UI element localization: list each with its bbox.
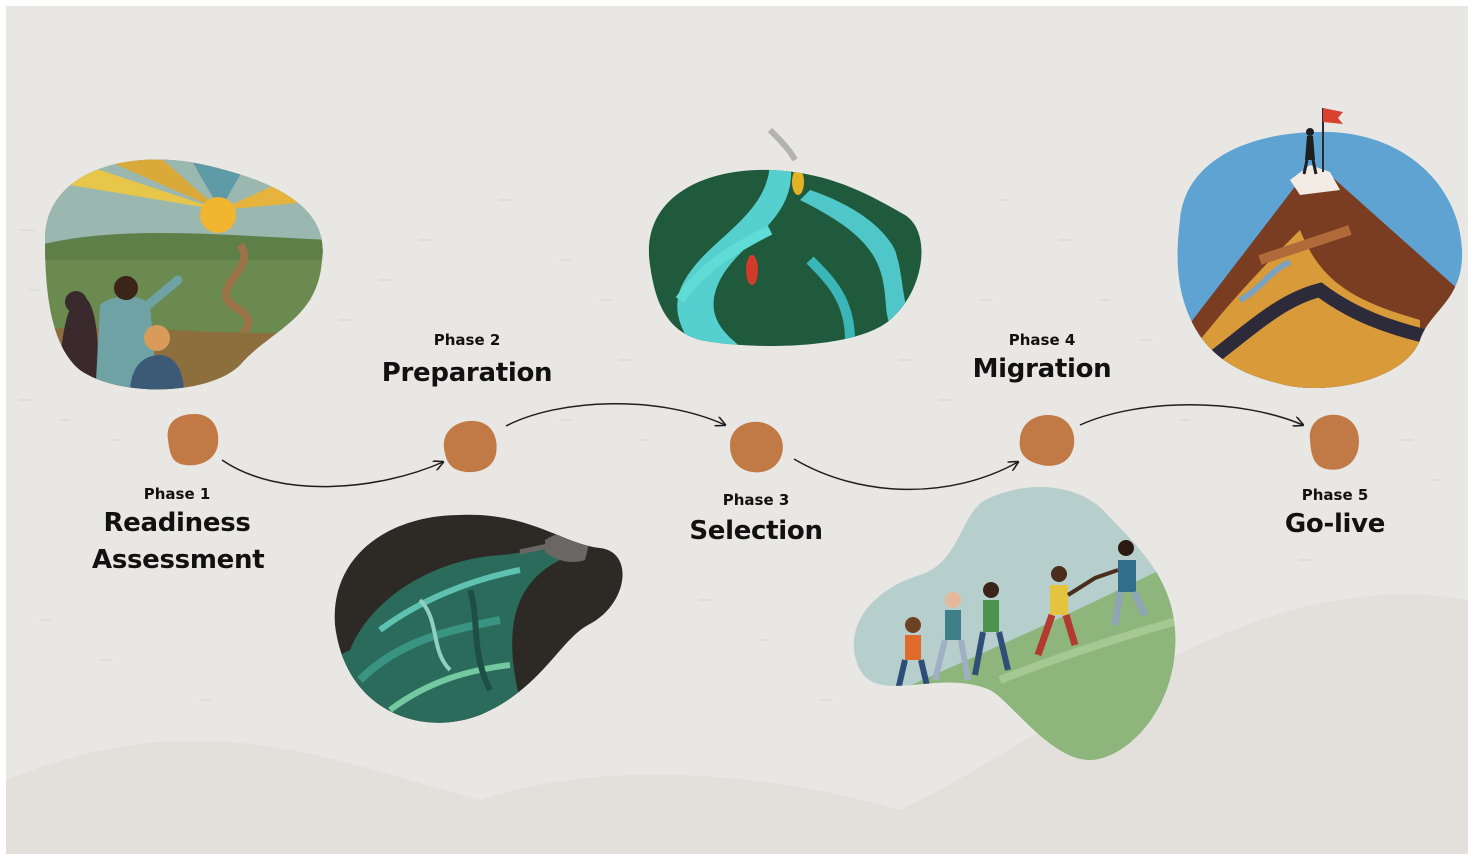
phase-1-number: Phase 1 (143, 485, 211, 503)
arrow-phase-4-to-5 (1079, 404, 1303, 425)
phase-3-title: Selection (689, 516, 823, 546)
phase-2-label: Phase 2 Preparation (372, 331, 562, 392)
phase-4-node (1019, 414, 1075, 466)
phase-5-illustration (1177, 131, 1463, 388)
phase-3-label: Phase 3 Selection (676, 491, 836, 550)
phase-2-node (443, 420, 497, 473)
background-hills (6, 594, 1468, 854)
phase-1-title-line-2: Assessment (92, 545, 265, 575)
phase-4-title: Migration (972, 354, 1112, 384)
phase-3-number: Phase 3 (722, 491, 790, 509)
phase-5-number: Phase 5 (1301, 486, 1369, 504)
phase-connectors (221, 403, 1303, 491)
phase-5-label: Phase 5 Go-live (1270, 486, 1400, 543)
phase-4-number: Phase 4 (1008, 331, 1076, 349)
phase-1-label: Phase 1 Readiness Assessment (92, 485, 265, 579)
phase-5-node (1309, 414, 1360, 470)
arrow-phase-2-to-3 (505, 403, 725, 427)
phase-3-illustration (648, 169, 922, 346)
phase-2-number: Phase 2 (433, 331, 501, 349)
arrow-phase-3-to-4 (793, 458, 1018, 491)
summit-flag-figure (1302, 108, 1343, 175)
phase-3-mist (767, 127, 798, 162)
phase-4-label: Phase 4 Migration (962, 331, 1122, 388)
phase-5-title: Go-live (1284, 509, 1386, 539)
phase-1-node (167, 414, 219, 466)
phase-3-node (730, 421, 783, 473)
arrow-phase-1-to-2 (221, 459, 443, 488)
phase-1-title-line-1: Readiness (103, 508, 251, 538)
phase-2-title: Preparation (381, 358, 553, 388)
